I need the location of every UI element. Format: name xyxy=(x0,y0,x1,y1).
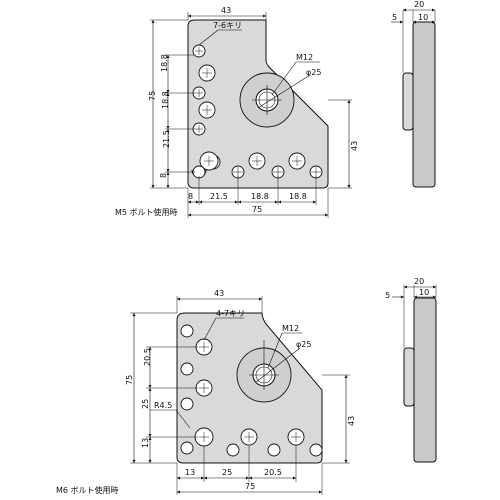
top-dim-holes: 7-6キリ xyxy=(213,21,242,30)
top-side-body xyxy=(412,21,436,188)
bottom-side-flange xyxy=(403,347,415,407)
bottom-plate-view: 43 4-7キリ M12 φ25 20.5 25 13 75 R4.5 43 xyxy=(56,289,356,495)
bottom-dim-b25: 25 xyxy=(222,468,232,477)
top-dim-18-8a: 18.8 xyxy=(160,54,169,72)
bottom-dim-25: 25 xyxy=(141,399,150,409)
top-side-10: 10 xyxy=(418,13,428,22)
top-side-view: 20 5 10 xyxy=(391,0,436,188)
top-dim-b75: 75 xyxy=(252,205,262,214)
bottom-hole-7 xyxy=(180,441,194,455)
top-dim-b8: 8 xyxy=(188,192,193,201)
bottom-hole-3 xyxy=(180,362,194,376)
bottom-hole-10 xyxy=(267,443,281,457)
bottom-hole-8 xyxy=(226,443,240,457)
bottom-side-10: 10 xyxy=(419,288,429,297)
bottom-dim-75v: 75 xyxy=(125,375,134,385)
top-dim-b18-8a: 18.8 xyxy=(251,192,269,201)
bottom-dim-b13: 13 xyxy=(185,468,195,477)
top-dim-phi25: φ25 xyxy=(306,68,321,77)
top-side-flange xyxy=(402,72,414,131)
top-dim-b21-5: 21.5 xyxy=(210,192,228,201)
bottom-hole-1 xyxy=(180,324,194,338)
bottom-side-body xyxy=(413,297,437,463)
top-caption: M5 ボルト使用時 xyxy=(115,207,178,217)
top-dim-b18-8b: 18.8 xyxy=(289,192,307,201)
bottom-dim-20-5: 20.5 xyxy=(143,348,152,366)
bottom-hole-crosses xyxy=(199,342,301,442)
bottom-hole-5 xyxy=(180,397,194,411)
top-dim-21-5: 21.5 xyxy=(162,130,171,148)
top-plate-view: 43 7-6キリ M12 φ25 18.8 18.8 21.5 8 75 43 xyxy=(115,6,359,218)
top-dim-18-8b: 18.8 xyxy=(161,91,170,109)
bottom-dim-43v: 43 xyxy=(347,416,356,426)
top-hole-crosses xyxy=(195,47,321,177)
top-dim-75v: 75 xyxy=(148,91,157,101)
bottom-dim-43: 43 xyxy=(214,289,224,298)
bottom-dim-b20-5: 20.5 xyxy=(264,468,282,477)
bottom-side-5: 5 xyxy=(385,291,390,300)
bottom-side-view: 20 5 10 xyxy=(385,277,437,463)
bottom-dim-b75: 75 xyxy=(245,482,255,491)
bottom-side-20: 20 xyxy=(414,277,424,286)
top-side-5: 5 xyxy=(392,13,397,22)
bottom-hole-12 xyxy=(309,443,323,457)
top-side-20: 20 xyxy=(414,0,424,9)
bottom-dim-13: 13 xyxy=(141,438,150,448)
bottom-dim-holes: 4-7キリ xyxy=(216,309,245,318)
bottom-caption: M6 ボルト使用時 xyxy=(56,485,119,495)
top-dim-43v: 43 xyxy=(350,141,359,151)
top-dim-43: 43 xyxy=(221,6,231,15)
bottom-dim-m12: M12 xyxy=(282,324,299,333)
top-dim-m12: M12 xyxy=(296,53,313,62)
bottom-dim-r4-5: R4.5 xyxy=(154,401,172,410)
bottom-dim-phi25: φ25 xyxy=(296,340,311,349)
top-dim-8: 8 xyxy=(159,173,168,178)
